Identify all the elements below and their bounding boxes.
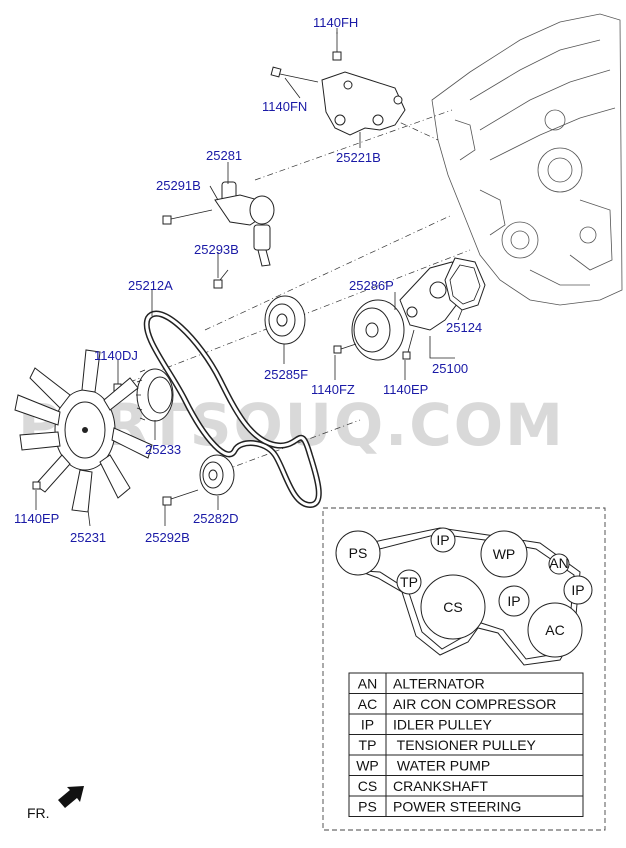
legend-code: WP <box>356 758 379 774</box>
bolt-25292b <box>162 489 199 506</box>
route-ps-label: PS <box>349 545 368 561</box>
bolt-1140fn <box>270 66 319 83</box>
pn-25286p[interactable]: 25286P <box>349 278 394 293</box>
pn-1140ep-pump[interactable]: 1140EP <box>383 382 428 397</box>
pn-25285f[interactable]: 25285F <box>264 367 308 382</box>
pn-25212a[interactable]: 25212A <box>128 278 173 293</box>
pn-25231[interactable]: 25231 <box>70 530 106 545</box>
legend-code: PS <box>358 799 377 815</box>
route-tp-label: TP <box>400 574 418 590</box>
legend-code: CS <box>358 778 377 794</box>
bolt-1140fh <box>332 32 342 61</box>
route-ac-pulley <box>527 602 583 658</box>
leader-lines <box>35 28 463 527</box>
pn-25124[interactable]: 25124 <box>446 320 482 335</box>
route-an-pulley <box>548 553 570 575</box>
pn-25233[interactable]: 25233 <box>145 442 181 457</box>
route-ac-label: AC <box>545 622 564 638</box>
route-cs-pulley <box>420 574 486 640</box>
pn-25291b[interactable]: 25291B <box>156 178 201 193</box>
water-pump-pulley-25286p <box>351 299 405 361</box>
legend-name: POWER STEERING <box>393 799 521 815</box>
route-ip2-label: IP <box>507 593 520 609</box>
pn-25292b[interactable]: 25292B <box>145 530 190 545</box>
pn-25282d[interactable]: 25282D <box>193 511 239 526</box>
bolt-1140ep-fan <box>32 481 41 490</box>
route-ip2-pulley <box>498 585 530 617</box>
legend-name: AIR CON COMPRESSOR <box>393 696 556 712</box>
route-tp-pulley <box>396 569 422 595</box>
legend-code: AC <box>358 696 377 712</box>
bolt-25291b <box>162 209 213 225</box>
tensioner-25281 <box>214 181 275 267</box>
legend-border <box>348 672 584 817</box>
pn-1140dj[interactable]: 1140DJ <box>94 348 138 363</box>
pn-25100[interactable]: 25100 <box>432 361 468 376</box>
route-ps-pulley <box>335 530 381 576</box>
bracket-25221b <box>321 71 406 136</box>
legend-name: IDLER PULLEY <box>393 717 492 733</box>
legend-table: AN ALTERNATOR AC AIR CON COMPRESSOR IP IDLER … <box>348 672 584 817</box>
fan-clutch-25233 <box>136 368 174 422</box>
legend-code: TP <box>359 737 377 753</box>
route-wp-label: WP <box>493 546 516 562</box>
legend-name: TENSIONER PULLEY <box>393 737 537 753</box>
route-an-label: AN <box>549 555 568 571</box>
route-cs-label: CS <box>443 599 462 615</box>
pn-25293b[interactable]: 25293B <box>194 242 239 257</box>
belt-routing-frame <box>322 507 606 831</box>
idler-pulley-25285f <box>264 295 306 345</box>
route-ip3-label: IP <box>571 582 584 598</box>
belt-routing-diagram: PS IP WP AN TP CS IP IP AC <box>335 527 593 666</box>
bolt-1140ep-pump <box>402 329 415 360</box>
idler-pulley-25282d <box>199 454 235 496</box>
front-label: FR. <box>27 805 50 821</box>
bolt-25293b <box>213 269 229 289</box>
pn-1140fz[interactable]: 1140FZ <box>311 382 355 397</box>
belt-25212a <box>143 310 322 509</box>
bolt-1140fz <box>333 343 357 354</box>
legend-name: WATER PUMP <box>393 758 490 774</box>
cooling-fan-25231 <box>14 349 153 513</box>
engine-block <box>431 13 623 306</box>
route-ip1-label: IP <box>436 532 449 548</box>
pn-25281[interactable]: 25281 <box>206 148 242 163</box>
gasket-25124 <box>444 257 486 311</box>
route-ip3-pulley <box>563 575 593 605</box>
front-arrow-icon <box>58 786 84 808</box>
legend-name: CRANKSHAFT <box>393 778 488 794</box>
route-ip1-pulley <box>430 527 456 553</box>
legend-code: IP <box>361 717 374 733</box>
pn-1140fn[interactable]: 1140FN <box>262 99 307 114</box>
pn-1140fh[interactable]: 1140FH <box>313 15 358 30</box>
pn-25221b[interactable]: 25221B <box>336 150 381 165</box>
pn-1140ep-fan[interactable]: 1140EP <box>14 511 59 526</box>
route-wp-pulley <box>480 530 528 578</box>
legend-name: ALTERNATOR <box>393 676 485 692</box>
front-indicator: FR. <box>27 786 84 821</box>
legend-code: AN <box>358 676 377 692</box>
